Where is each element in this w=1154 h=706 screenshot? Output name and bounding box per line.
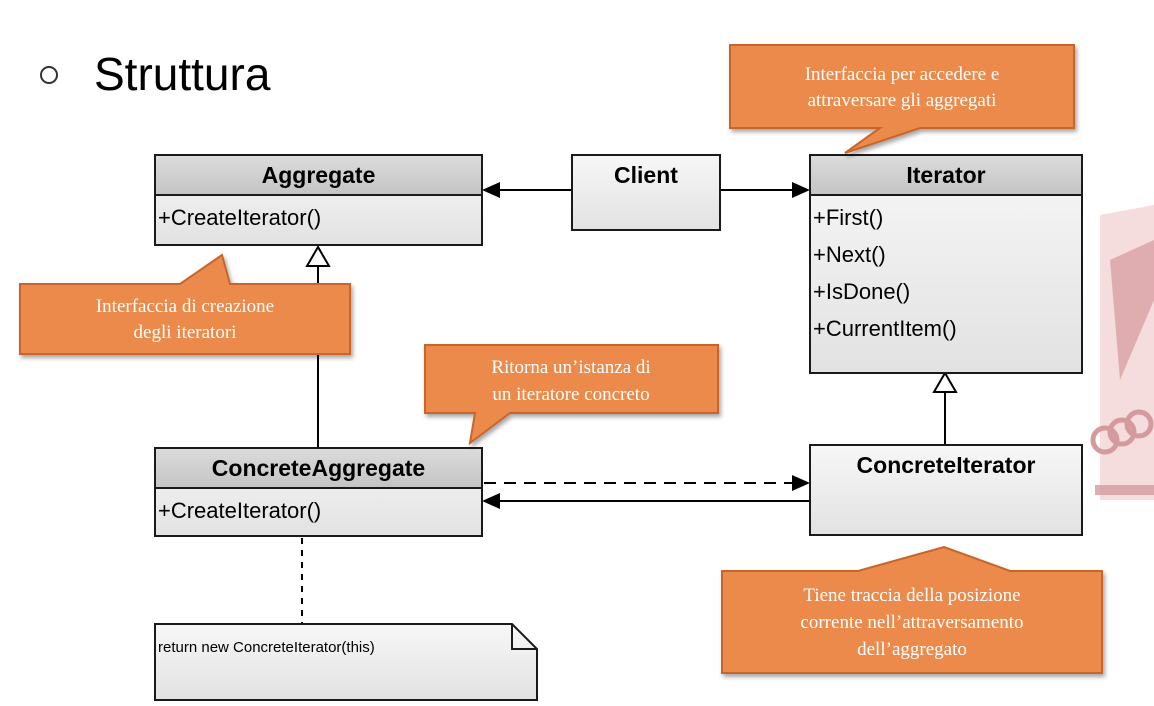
class-aggregate-name: Aggregate	[262, 162, 376, 188]
class-concrete-iterator: ConcreteIterator	[809, 444, 1083, 536]
callout-concrete-iterator-state-line-1: Tiene traccia della posizione	[803, 585, 1020, 606]
class-aggregate: Aggregate +CreateIterator()	[154, 154, 483, 246]
callout-concrete-iterator-state-line-3: dell’aggregato	[857, 639, 967, 660]
iterator-operation-isdone: +IsDone()	[813, 279, 910, 304]
callout-aggregate-interface-line-1: Interfaccia di creazione	[96, 296, 274, 317]
code-note-text: return new ConcreteIterator(this)	[158, 639, 375, 656]
iterator-operation-next: +Next()	[813, 242, 886, 267]
slide-heading: Struttura	[94, 48, 271, 100]
class-concrete-aggregate: ConcreteAggregate +CreateIterator()	[154, 447, 483, 537]
callout-iterator-interface-line-2: attraversare gli aggregati	[808, 90, 997, 111]
class-concrete-aggregate-name: ConcreteAggregate	[212, 455, 425, 481]
class-client-name: Client	[614, 162, 678, 188]
code-note: return new ConcreteIterator(this)	[154, 623, 538, 701]
callout-iterator-interface-line-1: Interfaccia per accedere e	[805, 64, 1000, 85]
association-client-iterator	[720, 182, 810, 198]
callout-concrete-iterator-state-line-2: corrente nell’attraversamento	[800, 612, 1023, 633]
callout-aggregate-interface: Interfaccia di creazione degli iteratori	[19, 253, 351, 355]
callout-iterator-interface: Interfaccia per accedere e attraversare …	[729, 44, 1075, 154]
callout-create-returns: Ritorna un’istanza di un iteratore concr…	[424, 344, 719, 446]
generalization-concreteiterator-iterator	[932, 371, 958, 445]
association-concreteiterator-concreteaggregate	[482, 493, 810, 509]
class-aggregate-operation: +CreateIterator()	[158, 205, 321, 230]
dependency-create-arrow	[484, 475, 810, 491]
callout-create-returns-line-1: Ritorna un’istanza di	[491, 357, 650, 378]
bullet-icon	[40, 66, 58, 84]
class-iterator: Iterator +First() +Next() +IsDone() +Cur…	[809, 154, 1083, 374]
association-client-aggregate	[482, 182, 572, 198]
class-concrete-aggregate-operation: +CreateIterator()	[158, 498, 321, 523]
class-iterator-name: Iterator	[906, 162, 985, 188]
class-concrete-iterator-name: ConcreteIterator	[857, 452, 1036, 478]
callout-concrete-iterator-state: Tiene traccia della posizione corrente n…	[721, 545, 1103, 674]
callout-aggregate-interface-line-2: degli iteratori	[134, 322, 237, 343]
class-client: Client	[571, 154, 721, 231]
callout-create-returns-line-2: un iteratore concreto	[492, 384, 649, 405]
iterator-operation-currentitem: +CurrentItem()	[813, 316, 957, 341]
iterator-operation-first: +First()	[813, 205, 883, 230]
